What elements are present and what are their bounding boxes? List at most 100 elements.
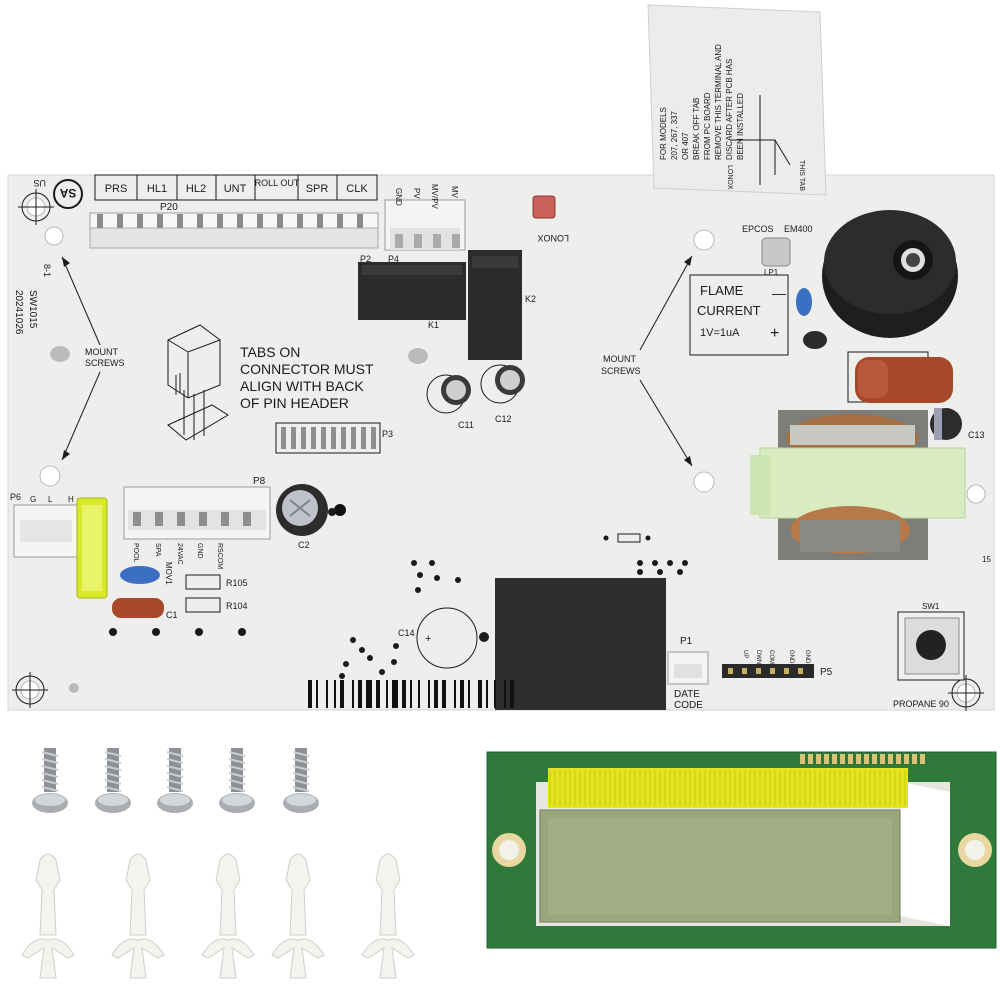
us-mark: US xyxy=(33,178,46,188)
transformer xyxy=(750,410,966,560)
flame-plus: + xyxy=(770,325,779,342)
label-hl2: HL2 xyxy=(186,183,206,195)
p4-pin-gnd: GND xyxy=(394,188,403,206)
capacitor-c11: C11 xyxy=(426,374,474,430)
p6-pin-g: G xyxy=(30,495,36,504)
p5-pin-com: COM xyxy=(768,650,774,664)
build-date: 20241026 xyxy=(13,290,24,335)
p3-header: P3 xyxy=(275,422,393,454)
csa-logo-icon xyxy=(53,179,83,209)
tag-line-1: FOR MODELS xyxy=(659,107,668,160)
p20-label: P20 xyxy=(160,202,178,213)
r105-label: R105 xyxy=(226,578,248,588)
sw1-button[interactable]: SW1 xyxy=(897,602,965,681)
tag-lonox: LONOX xyxy=(726,165,733,190)
tabs-note-line-4: OF PIN HEADER xyxy=(240,395,349,411)
p3-label: P3 xyxy=(382,429,393,439)
lcd-backlight-strip xyxy=(548,768,908,808)
c14-label: C14 xyxy=(398,628,415,638)
p6-label: P6 xyxy=(10,492,21,502)
tag-line-3: OR 407 xyxy=(681,132,690,160)
screw-3 xyxy=(157,748,193,813)
p8-pin-gnd: GND xyxy=(196,543,203,559)
svg-text:+: + xyxy=(425,633,431,645)
lcd-pins xyxy=(800,754,925,764)
lcd-module xyxy=(486,751,997,949)
capacitor-c1 xyxy=(112,598,164,618)
p5-pin-gnd-1: GND xyxy=(788,650,794,664)
lonox-label: LONOX xyxy=(537,233,569,243)
mov1-label: MOV1 xyxy=(164,562,173,585)
flame-line-2: CURRENT xyxy=(697,303,761,318)
connector-label-row: PRS HL1 HL2 UNT ROLL OUT SPR CLK xyxy=(94,174,378,201)
tag-line-4: BREAK OFF TAB xyxy=(692,98,701,160)
p4-pin-mv: MV xyxy=(450,186,459,199)
label-unt: UNT xyxy=(224,183,247,195)
edge-number: 15 xyxy=(982,555,991,564)
label-roll-out: ROLL OUT xyxy=(255,178,300,188)
tabs-note-line-2: CONNECTOR MUST xyxy=(240,361,374,377)
tabs-note: TABS ON CONNECTOR MUST ALIGN WITH BACK O… xyxy=(167,324,374,441)
c1-label: C1 xyxy=(166,610,178,620)
tag-line-6: REMOVE THIS TERMINAL AND xyxy=(714,44,723,160)
date-code-line-1: DATE xyxy=(674,689,700,700)
p4-pin-pv: PV xyxy=(412,188,421,199)
em400-label: EM400 xyxy=(784,224,813,234)
p6-pin-h: H xyxy=(68,495,74,504)
tag-line-7: DISCARD AFTER PCB HAS xyxy=(725,59,734,160)
date-code-line-2: CODE xyxy=(674,700,703,711)
flame-line-1: FLAME xyxy=(700,283,744,298)
p8-connector: P8 POOL SPA 24VAC GND RSCOM xyxy=(123,476,271,569)
p4-pin-mvpv: MV/PV xyxy=(430,184,439,210)
p8-pin-24vac: 24VAC xyxy=(176,543,183,565)
mount-screws-left: MOUNT SCREWS xyxy=(61,256,125,461)
screw-1 xyxy=(32,748,68,813)
k2-label: K2 xyxy=(525,294,536,304)
label-hl1: HL1 xyxy=(147,183,167,195)
mount-right-line-2: SCREWS xyxy=(601,366,641,376)
screw-4 xyxy=(219,748,255,813)
c12-label: C12 xyxy=(495,414,512,424)
screw-2 xyxy=(95,748,131,813)
relay-k2: K2 xyxy=(468,250,536,360)
p8-pin-rscom: RSCOM xyxy=(216,543,223,569)
mount-right-line-1: MOUNT xyxy=(603,354,636,364)
c11-label: C11 xyxy=(458,420,474,430)
p20-connector: P20 xyxy=(89,202,379,249)
p4-label: P4 xyxy=(388,254,399,264)
microcontroller-pad xyxy=(495,578,666,710)
p5-pin-gnd-2: GND xyxy=(804,650,810,664)
p5-header: P5 UP DWN COM GND GND xyxy=(722,650,833,678)
p5-pin-dwn: DWN xyxy=(755,650,761,664)
tag-line-8: BEEN INSTALLED xyxy=(736,93,745,160)
fuse xyxy=(76,497,108,599)
c2-label: C2 xyxy=(298,540,310,550)
p8-pin-spa: SPA xyxy=(154,543,161,557)
p4-connector: GND PV MV/PV MV P2 P4 xyxy=(360,184,466,264)
p2-label: P2 xyxy=(360,254,371,264)
k1-label: K1 xyxy=(428,320,439,330)
p1-label: P1 xyxy=(680,636,693,647)
standoff-set xyxy=(21,853,415,979)
lonox-connector xyxy=(532,195,556,219)
relay-k1: K1 xyxy=(358,262,466,330)
tag-line-2: 207, 267, 337 xyxy=(670,111,679,160)
standoff-3 xyxy=(201,853,255,979)
r104-label: R104 xyxy=(226,601,248,611)
flame-current-box: FLAME CURRENT 1V=1uA — + xyxy=(689,274,789,356)
break-off-tag: FOR MODELS 207, 267, 337 OR 407 BREAK OF… xyxy=(647,4,827,196)
via-dots xyxy=(109,508,688,679)
tag-line-5: FROM PC BOARD xyxy=(703,92,712,160)
flame-minus: — xyxy=(772,285,786,301)
revision: 8-1 xyxy=(42,264,52,277)
standoff-1 xyxy=(21,853,75,979)
propane-label: PROPANE 90 xyxy=(893,699,949,709)
p1-connector: P1 DATE CODE xyxy=(667,636,709,711)
lp1-label: LP1 xyxy=(764,268,779,277)
transistor xyxy=(803,331,827,349)
sw1-label: SW1 xyxy=(922,602,940,611)
control-board: SA US PRS HL1 HL2 UNT ROLL OUT SPR CLK P… xyxy=(7,174,995,711)
screw-5 xyxy=(283,748,319,813)
small-blue-capacitor xyxy=(796,288,812,316)
